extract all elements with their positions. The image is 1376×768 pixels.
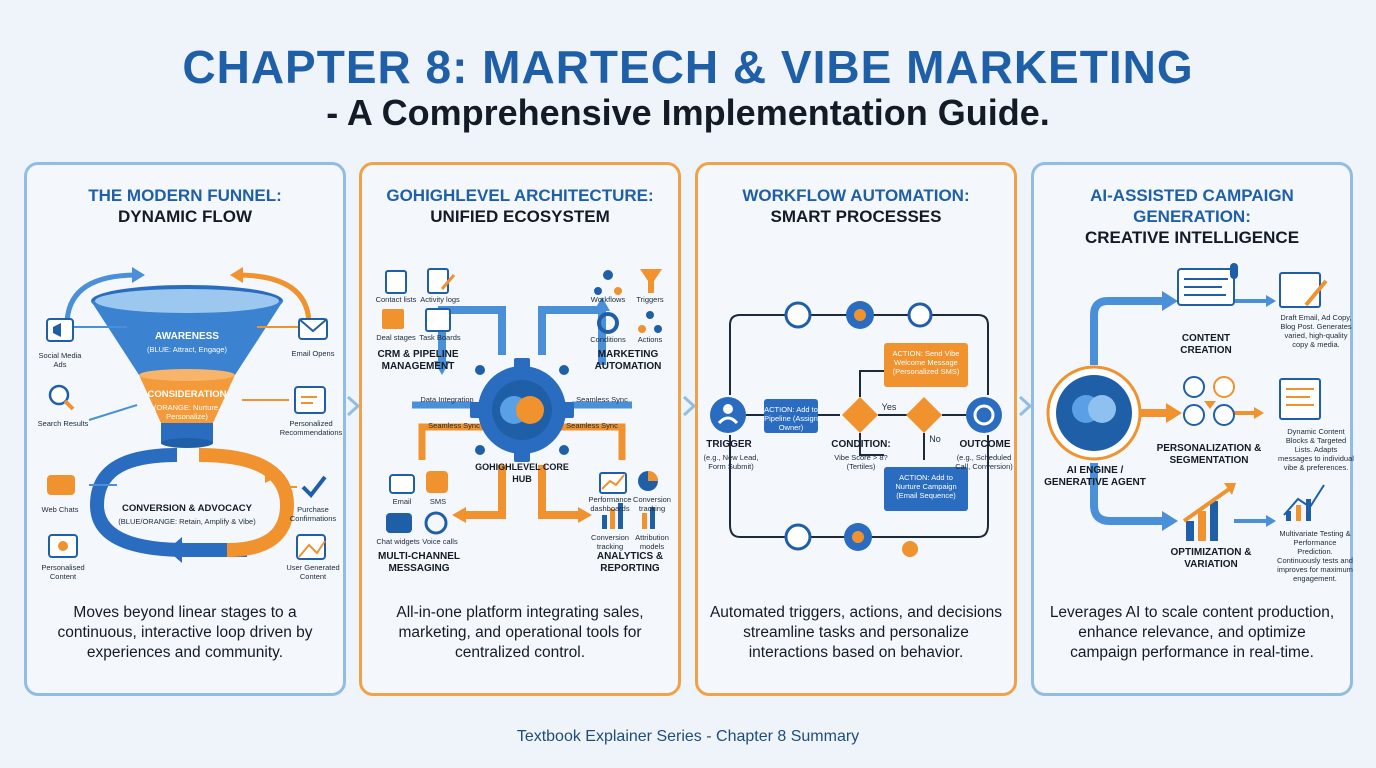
panel-title-line2: DYNAMIC FLOW	[117, 207, 253, 226]
personalization-text: Dynamic Content Blocks & Targeted Lists.…	[1278, 427, 1354, 472]
crm-item-contact: Contact lists	[375, 295, 417, 304]
panel-workflow: WORKFLOW AUTOMATION: SMART PROCESSES ACT…	[695, 162, 1017, 696]
panel-description: Automated triggers, actions, and decisio…	[709, 604, 1003, 661]
ai-graphic	[1046, 263, 1328, 541]
right-item-recommend: Personalized Recommendations	[279, 419, 343, 437]
crm-item-task: Task Boards	[419, 333, 461, 342]
content-creation-text: Draft Email, Ad Copy, Blog Post. Generat…	[1280, 313, 1352, 349]
right-item-email: Email Opens	[291, 349, 335, 358]
left-item-search: Search Results	[37, 419, 89, 428]
workflow-yes: Yes	[881, 402, 897, 412]
page-title: CHAPTER 8: MARTECH & VIBE MARKETING	[182, 41, 1194, 93]
auto-item-conditions: Conditions	[590, 335, 626, 344]
left-item-social: Social Media Ads	[38, 351, 82, 369]
right-item-purchase: Purchase Confirmations	[289, 505, 337, 523]
panel-title: AI-ASSISTED CAMPAIGN GENERATION: CREATIV…	[1034, 185, 1350, 248]
msg-item-chat: Chat widgets	[376, 537, 420, 546]
analytics-item-attribution: Attribution models	[635, 533, 669, 551]
panel-title-line1: AI-ASSISTED CAMPAIGN	[1090, 186, 1294, 205]
chevron-right-icon	[1018, 395, 1033, 417]
workflow-action2: ACTION: Send Vibe Welcome Message (Perso…	[892, 349, 960, 376]
crm-item-deal: Deal stages	[376, 333, 416, 342]
left-item-content: Personalised Content	[41, 563, 85, 581]
workflow-trigger-sub: (e.g., New Lead, Form Submit)	[703, 453, 759, 471]
footer-caption: Textbook Explainer Series - Chapter 8 Su…	[516, 728, 860, 745]
workflow-no: No	[929, 434, 941, 444]
funnel-stage-awareness: AWARENESS	[155, 331, 219, 342]
hub-label: GOHIGHLEVEL CORE HUB	[475, 462, 569, 484]
panel-title-line1b: GENERATION:	[1133, 207, 1251, 226]
optimization-text: Multivariate Testing & Performance Predi…	[1277, 529, 1353, 583]
chevron-right-icon	[682, 395, 697, 417]
panel-title: WORKFLOW AUTOMATION: SMART PROCESSES	[698, 185, 1014, 227]
link-seamless-sync-2: Seamless Sync	[428, 421, 480, 430]
auto-item-workflows: Workflows	[590, 295, 626, 304]
ai-engine-label: AI ENGINE / GENERATIVE AGENT	[1044, 465, 1146, 488]
panel-description: Moves beyond linear stages to a continuo…	[57, 604, 313, 661]
link-seamless-sync-3: Seamless Sync	[566, 421, 618, 430]
analytics-item-conversion: Conversion tracking	[633, 495, 671, 513]
msg-item-sms: SMS	[429, 497, 447, 506]
msg-item-email: Email	[392, 497, 412, 506]
auto-item-actions: Actions	[637, 335, 663, 344]
link-seamless-sync-1: Seamless Sync	[576, 395, 628, 404]
crm-item-activity: Activity logs	[420, 295, 460, 304]
workflow-condition-sub: Vibe Score > 8? (Tertiles)	[834, 453, 888, 471]
workflow-action3: ACTION: Add to Nurture Campaign (Email S…	[895, 473, 957, 500]
funnel-stage-conversion: CONVERSION & ADVOCACY	[121, 503, 253, 514]
panel-title-line2: SMART PROCESSES	[770, 207, 942, 226]
chevron-right-icon	[346, 395, 361, 417]
funnel-stage-consideration-sub: (ORANGE: Nurture, Personalize)	[153, 403, 221, 421]
funnel-stage-awareness-sub: (BLUE: Attract, Engage)	[146, 345, 228, 354]
analytics-label: ANALYTICS & REPORTING	[596, 551, 664, 574]
analytics-item-tracking: Conversion tracking	[591, 533, 629, 551]
page-subtitle: - A Comprehensive Implementation Guide.	[326, 92, 1050, 133]
panel-title-line2: CREATIVE INTELLIGENCE	[1084, 228, 1300, 247]
panel-gohighlevel: GOHIGHLEVEL ARCHITECTURE: UNIFIED ECOSYS…	[359, 162, 681, 696]
panel-title: GOHIGHLEVEL ARCHITECTURE: UNIFIED ECOSYS…	[362, 185, 678, 227]
msg-item-voice: Voice calls	[422, 537, 458, 546]
right-item-ugc: User Generated Content	[286, 563, 340, 581]
workflow-action1: ACTION: Add to Pipeline (Assign Owner)	[764, 405, 818, 432]
left-item-webchats: Web Chats	[41, 505, 79, 514]
panel-title-line2: UNIFIED ECOSYSTEM	[430, 207, 610, 226]
automation-label: MARKETING AUTOMATION	[594, 349, 662, 372]
workflow-trigger: TRIGGER	[706, 439, 752, 450]
auto-item-triggers: Triggers	[636, 295, 664, 304]
panel-title-line1: WORKFLOW AUTOMATION:	[742, 186, 970, 205]
workflow-condition: CONDITION:	[831, 439, 891, 450]
panel-title: THE MODERN FUNNEL: DYNAMIC FLOW	[27, 185, 343, 227]
optimization-label: OPTIMIZATION & VARIATION	[1170, 547, 1252, 570]
panel-ai-campaign: AI-ASSISTED CAMPAIGN GENERATION: CREATIV…	[1031, 162, 1354, 696]
panel-modern-funnel: THE MODERN FUNNEL: DYNAMIC FLOW	[24, 162, 346, 696]
funnel-stage-consideration: CONSIDERATION	[147, 389, 227, 400]
content-creation-label: CONTENT CREATION	[1180, 333, 1232, 356]
panel-title-line1: GOHIGHLEVEL ARCHITECTURE:	[386, 186, 654, 205]
workflow-graphic	[710, 301, 1002, 557]
workflow-outcome: OUTCOME	[959, 439, 1011, 450]
workflow-outcome-sub: (e.g., Scheduled Call, Conversion)	[955, 453, 1013, 471]
hub-graphic	[382, 268, 662, 535]
panel-title-line1: THE MODERN FUNNEL:	[88, 186, 282, 205]
messaging-label: MULTI-CHANNEL MESSAGING	[377, 551, 461, 574]
funnel-graphic	[46, 267, 328, 563]
link-data-integration: Data Integration	[420, 395, 474, 404]
panel-description: Leverages AI to scale content production…	[1049, 604, 1335, 661]
analytics-item-dashboards: Performance dashboards	[588, 495, 632, 513]
panel-description: All-in-one platform integrating sales, m…	[396, 604, 644, 661]
personalization-label: PERSONALIZATION & SEGMENTATION	[1156, 443, 1262, 466]
funnel-stage-conversion-sub: (BLUE/ORANGE: Retain, Amplify & Vibe)	[118, 517, 256, 526]
crm-label: CRM & PIPELINE MANAGEMENT	[377, 349, 459, 372]
